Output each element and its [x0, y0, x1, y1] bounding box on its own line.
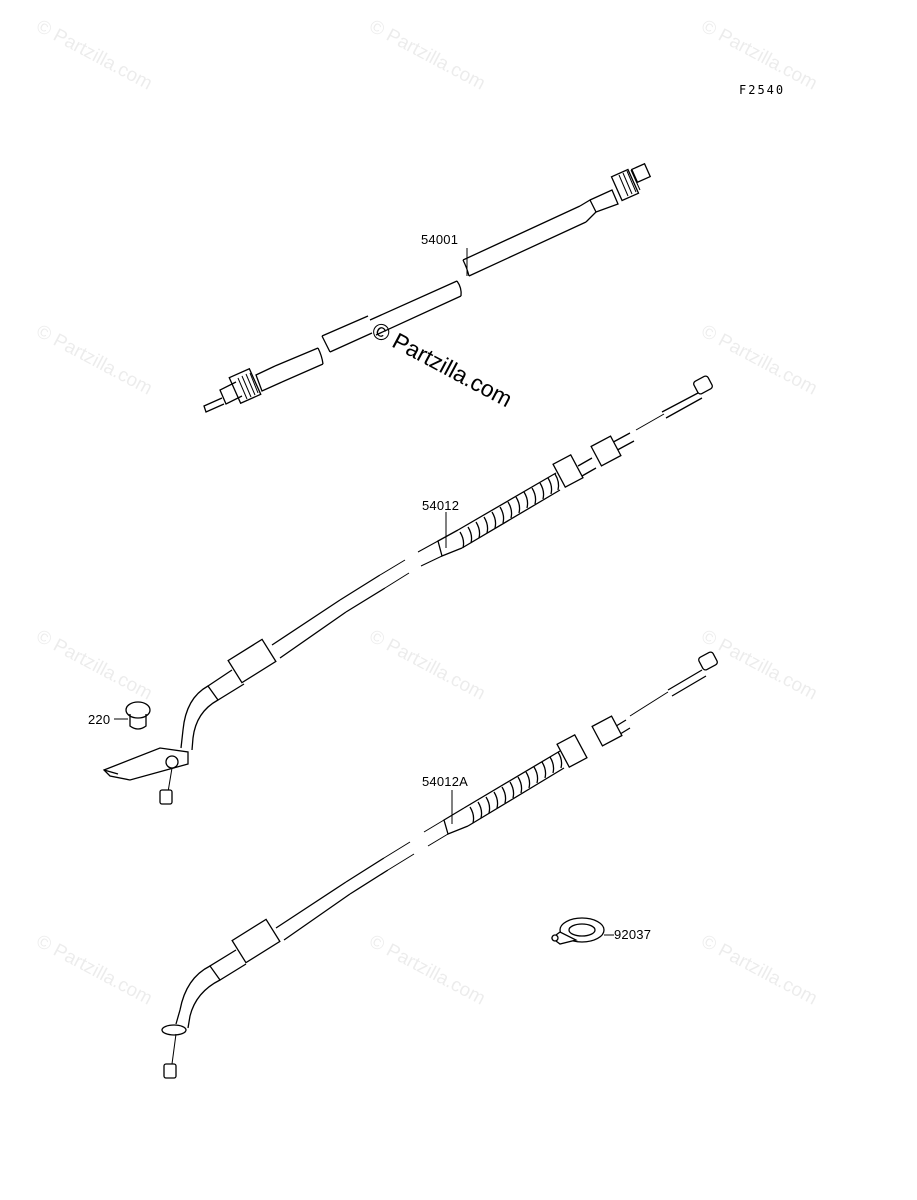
watermark: © Partzilla.com: [366, 626, 489, 705]
watermark: © Partzilla.com: [698, 321, 821, 400]
part-label-54001: 54001: [421, 232, 458, 247]
clutch-cable: 54012: [102, 375, 713, 805]
clamp-part: 92037: [550, 917, 651, 945]
watermark: © Partzilla.com: [33, 626, 156, 705]
watermark: © Partzilla.com: [366, 931, 489, 1010]
center-watermark: © Partzilla.com: [368, 316, 517, 412]
watermark: © Partzilla.com: [33, 321, 156, 400]
throttle-cable: 54012A: [161, 651, 718, 1079]
watermark: © Partzilla.com: [33, 931, 156, 1010]
part-label-54012A: 54012A: [422, 774, 468, 789]
speedometer-cable: 54001: [203, 162, 652, 413]
part-label-54012: 54012: [422, 498, 459, 513]
watermark: © Partzilla.com: [366, 16, 489, 95]
bolt-part: 220: [88, 701, 151, 730]
part-label-92037: 92037: [614, 927, 651, 942]
part-label-220: 220: [88, 712, 110, 727]
watermark: © Partzilla.com: [33, 16, 156, 95]
figure-code: F2540: [739, 83, 785, 97]
watermark: © Partzilla.com: [698, 931, 821, 1010]
